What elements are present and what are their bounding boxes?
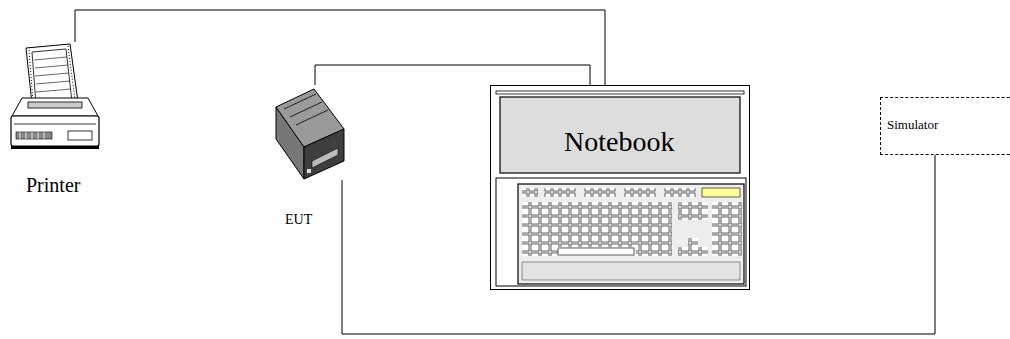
eut-device-icon — [276, 89, 344, 179]
device-title: Notebook — [564, 127, 674, 158]
cable-line — [75, 10, 605, 85]
cable-line — [315, 65, 590, 85]
device-label: Printer — [26, 174, 80, 196]
device-label: EUT — [285, 212, 312, 227]
printer-node: Printer — [8, 42, 100, 150]
simulator-box: Simulator — [880, 97, 1010, 155]
notebook-node: Notebook — [490, 85, 750, 290]
printer-icon — [11, 44, 99, 149]
eut-node: EUT — [274, 85, 346, 180]
device-label: Simulator — [887, 118, 938, 132]
cable-line — [342, 155, 935, 334]
notebook-illustration — [496, 91, 746, 286]
